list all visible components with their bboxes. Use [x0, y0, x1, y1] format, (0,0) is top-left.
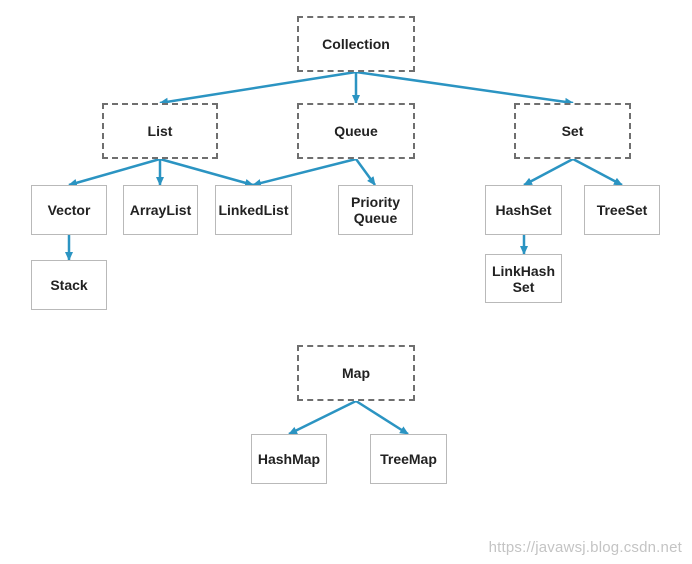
collection-node: Collection [297, 16, 415, 72]
collection-label: Collection [322, 36, 390, 52]
linkedlist-node: LinkedList [215, 185, 292, 235]
arrow-queue-priorityqueue [354, 158, 377, 186]
arrow-set-hashset [523, 157, 574, 187]
map-label: Map [342, 365, 370, 381]
hashmap-label: HashMap [257, 451, 321, 467]
linkhashset-label-line2: Set [512, 278, 535, 295]
hashmap-node: HashMap [251, 434, 327, 484]
linkhashset-label-line1: LinkHash [491, 262, 555, 279]
linkhashset-node: LinkHash Set [485, 254, 562, 303]
priority-queue-label-line1: Priority [350, 194, 400, 210]
arraylist-label: ArrayList [129, 202, 192, 218]
arrow-collection-set [355, 70, 574, 106]
vector-node: Vector [31, 185, 107, 235]
list-label: List [147, 123, 173, 139]
arrow-map-hashmap [288, 399, 357, 436]
set-node: Set [514, 103, 631, 159]
priority-queue-node: Priority Queue [338, 185, 413, 235]
priority-queue-label-line2: Queue [353, 210, 398, 226]
map-node: Map [297, 345, 415, 401]
arrow-set-treeset [572, 157, 623, 187]
treeset-node: TreeSet [584, 185, 660, 235]
vector-label: Vector [47, 202, 91, 218]
watermark: https://javawsj.blog.csdn.net [488, 539, 682, 556]
stack-node: Stack [31, 260, 107, 310]
arrow-queue-linkedlist [252, 157, 357, 187]
arrow-list-linkedlist [159, 157, 254, 187]
set-label: Set [561, 123, 584, 139]
arrow-list-vector [68, 157, 161, 187]
linkedlist-label: LinkedList [218, 202, 289, 218]
hashset-node: HashSet [485, 185, 562, 235]
stack-label: Stack [50, 277, 88, 293]
arrow-collection-list [159, 70, 357, 106]
list-node: List [102, 103, 218, 159]
treeset-label: TreeSet [596, 202, 648, 218]
queue-node: Queue [297, 103, 415, 159]
queue-label: Queue [334, 123, 378, 139]
treemap-node: TreeMap [370, 434, 447, 484]
treemap-label: TreeMap [380, 451, 437, 467]
arrow-map-treemap [355, 399, 409, 436]
arraylist-node: ArrayList [123, 185, 198, 235]
hashset-label: HashSet [495, 202, 552, 218]
